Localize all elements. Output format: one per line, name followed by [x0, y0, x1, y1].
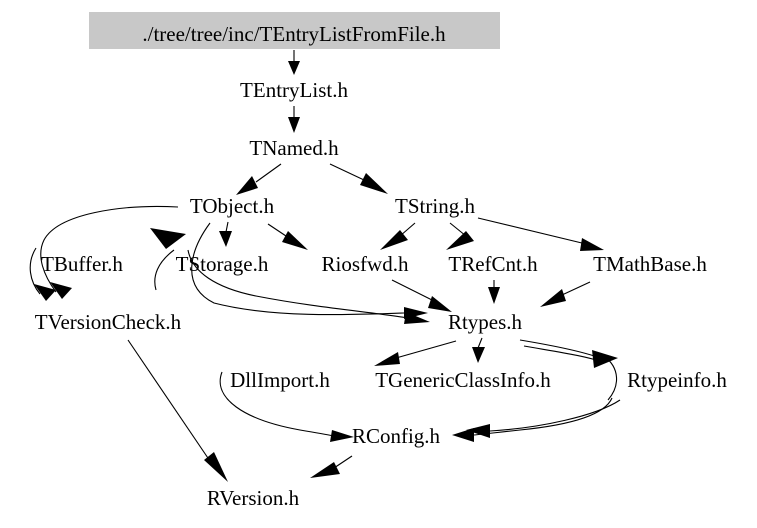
arrowhead: [592, 350, 618, 368]
arrowhead: [374, 352, 400, 366]
edge-rtypeinfo-to-rconfig: [466, 399, 621, 438]
edge-tobject-to-tversioncheck: [40, 205, 179, 299]
arrowhead: [428, 296, 452, 312]
node-rversion[interactable]: RVersion.h: [207, 486, 300, 510]
edge-tbuffer-to-tobject: [150, 228, 186, 291]
arrowhead: [466, 424, 490, 438]
arrowhead: [404, 312, 430, 324]
node-tstring[interactable]: TString.h: [395, 194, 475, 218]
edge-layer: [29, 50, 621, 482]
node-riosfwd[interactable]: Riosfwd.h: [322, 252, 409, 276]
edge-tmathbase-to-rtypes: [540, 281, 591, 307]
node-label-layer: ./tree/tree/inc/TEntryListFromFile.h TEn…: [35, 22, 728, 510]
node-rconfig[interactable]: RConfig.h: [352, 424, 441, 448]
root-node-box[interactable]: [89, 12, 500, 49]
arrowhead: [360, 173, 388, 194]
edge-dllimport-to-rconfig: [219, 371, 354, 442]
node-tbuffer[interactable]: TBuffer.h: [41, 252, 123, 276]
edge-tnamed-to-tstring: [329, 163, 388, 194]
node-tversioncheck[interactable]: TVersionCheck.h: [35, 310, 182, 334]
edge-tobject-to-riosfwd: [267, 223, 308, 250]
edge-riosfwd-to-rtypes: [391, 279, 452, 312]
arrowhead: [204, 452, 228, 482]
edge-rtypes-to-tgenericclass: [472, 337, 485, 363]
arrowhead: [540, 289, 566, 307]
edge-rtypes-to-rconfig: [452, 397, 613, 442]
edge-tstorage-to-rtypes: [187, 249, 430, 324]
arrowhead: [488, 287, 500, 304]
arrowhead: [452, 428, 474, 442]
arrowhead: [288, 117, 300, 133]
edge-root-to-tentrylist: [288, 50, 300, 75]
node-tgenericclassinfo[interactable]: TGenericClassInfo.h: [375, 368, 551, 392]
arrowhead: [50, 282, 72, 299]
node-rtypes[interactable]: Rtypes.h: [448, 310, 523, 334]
arrowhead: [34, 284, 56, 301]
edge-rtypes-to-dllimport: [374, 340, 457, 366]
node-tnamed[interactable]: TNamed.h: [249, 136, 339, 160]
edge-tversioncheck-to-rversion: [127, 339, 228, 482]
edge-rconfig-to-rversion: [310, 455, 353, 478]
arrowhead: [236, 176, 258, 195]
node-dllimport[interactable]: DllImport.h: [230, 368, 330, 392]
edge-trefcnt-to-rtypes: [488, 280, 500, 304]
node-tentrylist[interactable]: TEntryList.h: [240, 78, 348, 102]
arrowhead: [446, 231, 474, 250]
edge-tstring-to-riosfwd: [380, 222, 416, 250]
edge-rtypes-to-rtypeinfo: [519, 339, 618, 401]
edge-tobject-to-tstorage: [219, 221, 232, 247]
arrowhead: [580, 238, 604, 251]
arrowhead: [472, 347, 485, 363]
node-trefcnt[interactable]: TRefCnt.h: [448, 252, 538, 276]
node-root[interactable]: ./tree/tree/inc/TEntryListFromFile.h: [142, 22, 446, 46]
arrowhead: [288, 61, 300, 75]
edge-tnamed-to-tobject: [236, 163, 282, 195]
node-tobject[interactable]: TObject.h: [190, 194, 275, 218]
edge-tentrylist-to-tnamed: [288, 106, 300, 133]
arrowhead: [330, 430, 354, 442]
node-rtypeinfo[interactable]: Rtypeinfo.h: [627, 368, 727, 392]
edge-tstring-to-tmathbase: [477, 217, 604, 251]
edge-tstring-to-trefcnt: [446, 222, 474, 250]
arrowhead: [282, 231, 308, 250]
arrowhead: [380, 230, 408, 250]
arrowhead: [219, 231, 232, 247]
arrowhead: [150, 228, 186, 249]
node-tstorage[interactable]: TStorage.h: [176, 252, 269, 276]
node-tmathbase[interactable]: TMathBase.h: [593, 252, 707, 276]
arrowhead: [310, 462, 340, 478]
edge-tbuffer-to-tversioncheck: [29, 247, 56, 301]
